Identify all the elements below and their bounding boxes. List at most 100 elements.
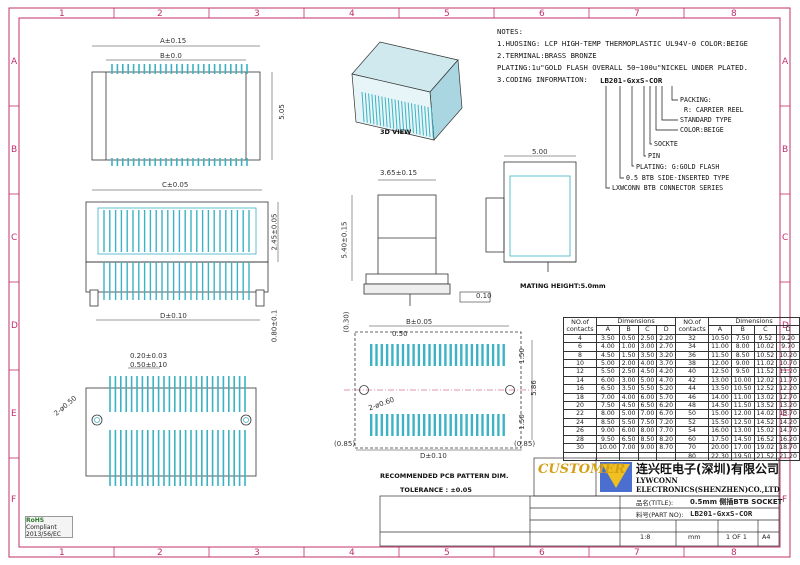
- table-cell: 9.00: [596, 426, 620, 436]
- table-cell: 6.70: [656, 409, 677, 419]
- pcb-pad: [449, 414, 452, 436]
- table-cell: 14: [563, 375, 597, 386]
- pin-3d: [394, 99, 398, 130]
- th-contacts-right: NO.of contacts: [675, 317, 710, 335]
- table-cell: 1.00: [618, 342, 639, 352]
- label-tolerance: TOLERANCE : ±0.05: [400, 486, 472, 494]
- table-cell: 38: [675, 359, 710, 369]
- table-cell: 3.50: [618, 384, 639, 394]
- table-cell: 14.00: [708, 392, 732, 403]
- table-cell: 5.50: [596, 367, 620, 377]
- table-cell: [637, 451, 658, 461]
- table-cell: 11.70: [776, 375, 800, 386]
- pcb-pad: [385, 414, 389, 436]
- note-line-2: 2.TERMINAL:BRASS BRONZE: [497, 51, 597, 60]
- dim-pitch2: 0.50±0.10: [130, 361, 168, 369]
- pcb-pad: [385, 344, 389, 366]
- table-cell: 7.00: [637, 409, 658, 419]
- dim-pcb-085a: (0.85): [334, 440, 356, 448]
- table-cell: 16.20: [776, 434, 800, 445]
- table-cell: 3.00: [637, 342, 658, 352]
- table-cell: 6.20: [656, 401, 677, 411]
- table-cell: 4.70: [656, 375, 677, 386]
- dim-pcb-030: (0.30): [342, 311, 351, 333]
- table-cell: 6.00: [596, 375, 620, 386]
- table-cell: 5.00: [618, 409, 639, 419]
- code-series: LXWCONN BTB CONNECTOR SERIES: [612, 184, 724, 192]
- grid-row-a: A: [11, 57, 18, 67]
- bottom-view: [85, 367, 257, 486]
- grid-row-c-r: C: [782, 233, 789, 243]
- th-d: D: [656, 325, 677, 335]
- table-cell: 14.50: [708, 401, 732, 411]
- grid-col-2: 2: [157, 9, 163, 19]
- table-cell: 3.50: [596, 333, 620, 344]
- table-cell: 15.50: [708, 417, 732, 428]
- code-sockte: SOCKTE: [654, 140, 678, 148]
- table-cell: 17.50: [708, 434, 732, 445]
- pcb-pad: [407, 414, 410, 436]
- grid-col-1: 1: [59, 9, 65, 19]
- table-cell: 52: [675, 417, 710, 428]
- pin-3d: [374, 94, 378, 126]
- table-cell: 20.00: [708, 443, 732, 453]
- size: A4: [762, 533, 771, 541]
- table-cell: 60: [675, 434, 710, 445]
- table-cell: 10.50: [708, 333, 732, 344]
- table-cell: 5.00: [596, 359, 620, 369]
- pcb-pad: [438, 344, 442, 366]
- table-cell: 1.50: [618, 350, 639, 361]
- table-cell: 18: [563, 392, 597, 403]
- dim-pcb-085b: (0.85): [514, 440, 536, 448]
- table-cell: 13.50: [708, 384, 732, 394]
- front-view: [85, 189, 279, 321]
- pcb-pad: [375, 414, 378, 436]
- grid-col-5: 5: [444, 9, 450, 19]
- table-cell: 10: [563, 359, 597, 369]
- table-cell: 10.00: [730, 375, 755, 386]
- table-cell: 8.50: [730, 350, 755, 361]
- th-a2: A: [708, 325, 732, 335]
- table-cell: 34: [675, 342, 710, 352]
- table-cell: 12.50: [730, 417, 755, 428]
- grid-col-4b: 4: [349, 548, 355, 558]
- pcb-pad: [497, 414, 500, 436]
- pcb-pad: [370, 344, 373, 366]
- grid-row-b-r: B: [782, 145, 789, 155]
- code-packing: PACKING:: [680, 96, 712, 104]
- grid-row-f-r: F: [782, 495, 788, 505]
- pcb-pad: [470, 344, 474, 366]
- partno-label: 料号(PART NO):: [636, 511, 684, 519]
- table-cell: 7.50: [730, 333, 755, 344]
- table-cell: 12.50: [708, 367, 732, 377]
- table-cell: 6.50: [596, 384, 620, 394]
- pin-3d: [397, 100, 401, 131]
- table-cell: 13.00: [730, 426, 755, 436]
- pin-3d: [401, 100, 405, 132]
- rohs-line2: Compliant: [26, 524, 57, 531]
- th-dim-left: Dimensions: [595, 316, 677, 327]
- table-cell: 9.00: [637, 443, 658, 453]
- table-cell: 5.50: [618, 417, 639, 428]
- table-cell: 2.20: [656, 333, 677, 344]
- grid-col-7: 7: [634, 9, 640, 19]
- grid-col-6b: 6: [539, 548, 545, 558]
- pin-3d: [381, 96, 385, 127]
- table-cell: 11.52: [753, 367, 778, 377]
- table-cell: 8.50: [596, 417, 620, 428]
- table-cell: 48: [675, 401, 710, 411]
- dim-side-w: 3.65±0.15: [380, 169, 418, 177]
- table-cell: 11.50: [730, 401, 755, 411]
- pcb-pad: [470, 414, 474, 436]
- pin-3d: [414, 103, 418, 135]
- table-cell: 4.00: [618, 392, 639, 403]
- dim-side-h: 5.40±0.15: [340, 221, 349, 259]
- code-standard: STANDARD TYPE: [680, 116, 732, 124]
- label-pcb-title: RECOMMENDED PCB PATTERN DIM.: [380, 472, 509, 480]
